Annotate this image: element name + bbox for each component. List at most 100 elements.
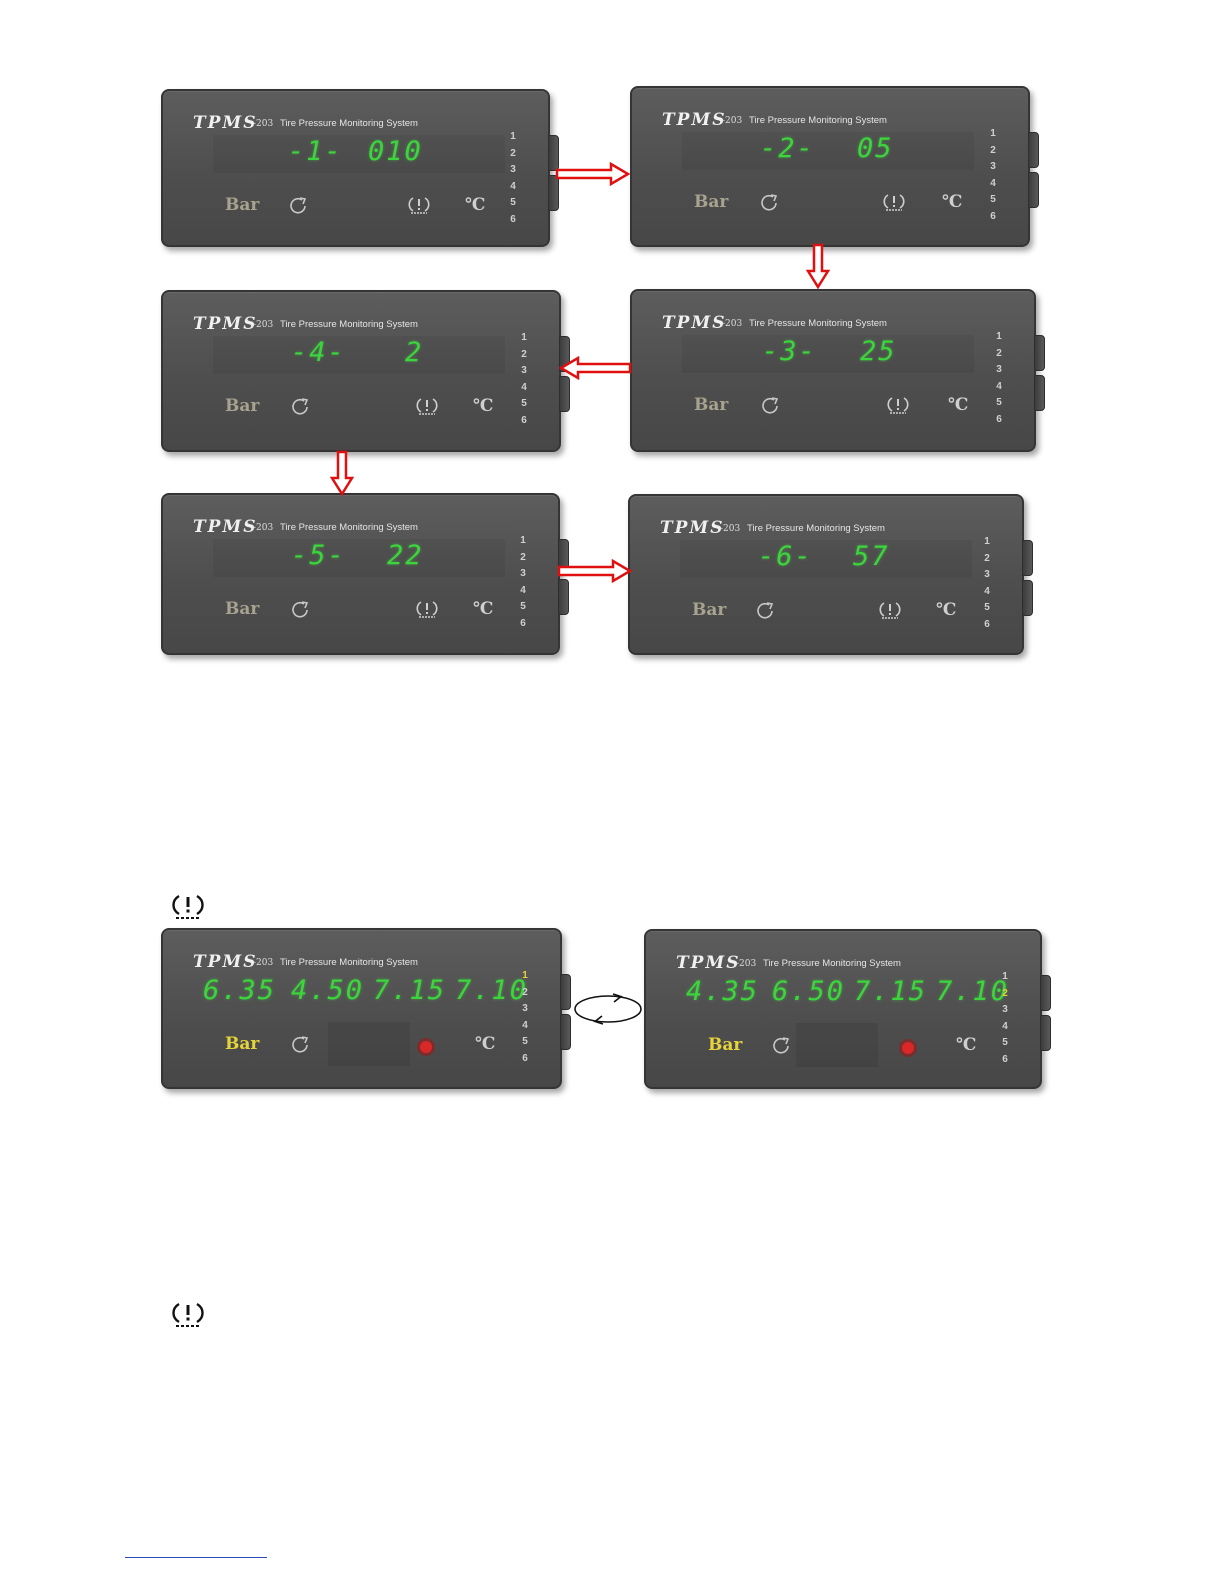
sensor-number: 3	[521, 365, 527, 376]
arrow-right-1-to-2	[555, 162, 631, 186]
reset-arrow-icon	[757, 602, 774, 619]
side-button-bottom[interactable]	[1028, 172, 1039, 208]
pressure-readout: 7.15	[373, 975, 447, 1006]
side-button-top[interactable]	[1022, 540, 1033, 576]
reset-arrow-icon	[292, 1036, 309, 1053]
tpms-panel-3: TPMS -203 Tire Pressure Monitoring Syste…	[630, 289, 1045, 452]
tpms-panel-1: TPMS -203 Tire Pressure Monitoring Syste…	[161, 89, 559, 247]
sensor-number: 6	[990, 210, 996, 222]
sensor-number: 2	[990, 144, 996, 156]
alternate-cycle-icon	[574, 993, 642, 1025]
model-number: -203	[253, 523, 274, 533]
sensor-number: 1	[521, 332, 527, 343]
side-button-bottom[interactable]	[558, 579, 569, 615]
sensor-number: 4	[1002, 1020, 1008, 1032]
sensor-number: 1	[510, 131, 516, 142]
celsius-icon: ℃	[956, 1035, 977, 1055]
brand-logo: TPMS	[676, 953, 741, 973]
sensor-number: 2	[520, 551, 526, 563]
brand-logo: TPMS	[193, 517, 258, 537]
sensor-number: 6	[996, 413, 1002, 425]
model-number: -203	[253, 119, 274, 129]
side-button-bottom[interactable]	[1034, 375, 1045, 411]
side-button-bottom[interactable]	[1022, 580, 1033, 616]
unit-label: Bar	[225, 1034, 260, 1054]
sensor-number: 3	[984, 569, 990, 580]
arrow-right-5-to-6	[557, 559, 633, 583]
unit-label: Bar	[225, 195, 260, 215]
pressure-readout: 4.35	[686, 976, 760, 1007]
sensor-id-readout: -2-	[760, 133, 815, 164]
sensor-number: 3	[520, 568, 526, 579]
pressure-readout: 7.10	[455, 975, 529, 1006]
pressure-readout: 7.15	[854, 976, 928, 1007]
pressure-readout: 4.50	[291, 975, 365, 1006]
sensor-number: 6	[521, 414, 527, 426]
side-button-bottom[interactable]	[560, 1014, 571, 1050]
tpms-panel-5: TPMS -203 Tire Pressure Monitoring Syste…	[161, 493, 569, 655]
reset-arrow-icon	[292, 398, 309, 415]
sensor-number: 5	[1002, 1037, 1008, 1048]
model-number: -203	[253, 320, 274, 330]
side-button-top[interactable]	[1028, 132, 1039, 168]
sensor-value-readout: 25	[860, 336, 897, 367]
sensor-number: 3	[996, 364, 1002, 375]
sensor-number: 2	[521, 348, 527, 360]
tire-warning-icon	[883, 194, 905, 211]
side-button-top[interactable]	[1034, 335, 1045, 371]
unit-label: Bar	[708, 1035, 743, 1055]
reset-arrow-icon	[290, 197, 307, 214]
sensor-number-list: 1 2 3 4 5 6	[516, 533, 530, 632]
sensor-number: 6	[522, 1052, 528, 1064]
tagline: Tire Pressure Monitoring System	[763, 958, 901, 969]
reset-arrow-icon	[761, 194, 778, 211]
side-button-top[interactable]	[1040, 975, 1051, 1011]
sensor-number: 2	[996, 347, 1002, 359]
sensor-value-readout: 57	[853, 541, 890, 572]
sensor-id-readout: -1-	[288, 136, 343, 167]
sensor-number: 5	[510, 197, 516, 208]
lcd-display	[682, 132, 974, 170]
side-button-top[interactable]	[560, 974, 571, 1010]
tpms-panel-4: TPMS -203 Tire Pressure Monitoring Syste…	[161, 290, 570, 452]
tire-warning-icon	[416, 601, 438, 618]
lcd-display	[213, 336, 505, 374]
celsius-icon: ℃	[473, 396, 494, 416]
sensor-number: 3	[510, 164, 516, 175]
sensor-value-readout: 2	[405, 337, 424, 368]
sensor-number: 5	[521, 398, 527, 409]
tpms-panel-2: TPMS -203 Tire Pressure Monitoring Syste…	[630, 86, 1039, 247]
side-button-bottom[interactable]	[548, 175, 559, 211]
sensor-number-list: 1 2 3 4 5 6	[518, 968, 532, 1067]
alarm-indicator-lit-icon	[417, 1038, 435, 1056]
sensor-id-readout: -3-	[762, 336, 817, 367]
tpms-panel-alt-b: TPMS -203 Tire Pressure Monitoring Syste…	[644, 929, 1051, 1089]
sensor-number: 4	[522, 1019, 528, 1031]
side-button-bottom[interactable]	[559, 376, 570, 412]
sensor-number: 6	[984, 618, 990, 630]
sensor-number: 4	[990, 177, 996, 189]
tagline: Tire Pressure Monitoring System	[280, 319, 418, 330]
side-button-top[interactable]	[548, 135, 559, 171]
sensor-number: 3	[522, 1003, 528, 1014]
lcd-display	[682, 335, 974, 373]
tagline: Tire Pressure Monitoring System	[747, 523, 885, 534]
sensor-number: 3	[990, 161, 996, 172]
pressure-readout: 6.50	[772, 976, 846, 1007]
tire-warning-icon	[879, 602, 901, 619]
sensor-number-list: 1 2 3 4 5 6	[506, 129, 520, 228]
sensor-number: 5	[990, 194, 996, 205]
footnote-separator	[125, 1557, 267, 1558]
tagline: Tire Pressure Monitoring System	[280, 522, 418, 533]
brand-logo: TPMS	[662, 313, 727, 333]
model-number: -203	[253, 958, 274, 968]
sensor-number: 4	[520, 584, 526, 596]
reset-arrow-icon	[762, 397, 779, 414]
lcd-display	[213, 539, 505, 577]
unit-label: Bar	[692, 600, 727, 620]
side-button-bottom[interactable]	[1040, 1015, 1051, 1051]
sensor-number: 1	[984, 536, 990, 547]
sensor-id-readout: -4-	[291, 337, 346, 368]
lcd-segment-area	[328, 1022, 410, 1066]
sensor-number: 5	[984, 602, 990, 613]
